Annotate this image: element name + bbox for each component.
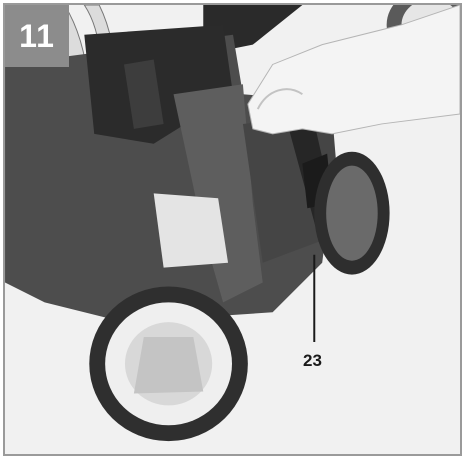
step-number: 11 — [19, 17, 55, 54]
mower-photo — [5, 5, 460, 454]
step-number-badge: 11 — [5, 5, 69, 67]
callout-label-23: 23 — [303, 351, 322, 370]
instruction-figure: 11 23 — [3, 3, 462, 456]
